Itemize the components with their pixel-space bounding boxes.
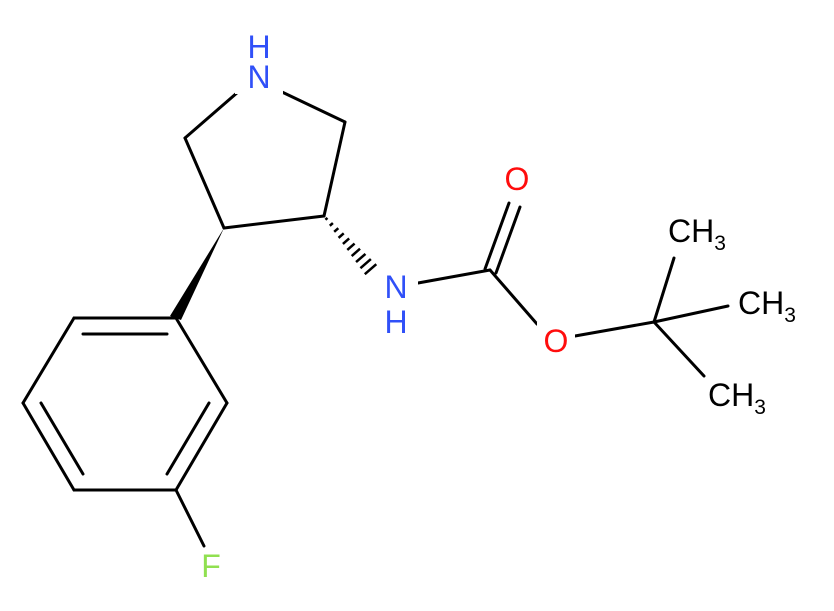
hash-stroke: [355, 252, 367, 264]
bond-c-o-ester: [488, 268, 539, 326]
bond-tbu-me3: [652, 320, 706, 378]
methyl-2-label: CH3: [738, 285, 796, 327]
bond-tbu-me2: [652, 304, 730, 324]
atom-n-carbamate: N: [384, 269, 407, 305]
atom-h-carbamate: H: [384, 304, 407, 340]
fluorophenyl-ring: [21, 316, 229, 548]
hash-stroke: [363, 263, 378, 276]
atom-o-ester: O: [544, 323, 569, 359]
hash-bond-nh: [324, 216, 378, 276]
hash-stroke: [328, 222, 334, 227]
hash-stroke: [333, 227, 340, 233]
bond-c2-c3: [183, 136, 226, 230]
bond-co-double-a: [483, 201, 511, 271]
bond-co-double-b: [494, 205, 522, 275]
bond-ar2-ar3: [21, 316, 76, 405]
hash-stroke: [324, 216, 329, 221]
bond-n1-c2: [183, 90, 240, 140]
atom-f: F: [201, 548, 221, 584]
methyl-1-label: CH3: [668, 213, 726, 255]
bond-ar3-ar4: [21, 401, 76, 492]
bond-c5-c4: [322, 120, 347, 218]
bond-ar5-ar6: [174, 401, 229, 492]
bond-ar6-ar1: [174, 316, 229, 405]
hash-stroke: [342, 237, 350, 245]
bond-n1-c5: [280, 90, 347, 124]
atom-labels: H N N H O O F CH3 CH3 CH3: [196, 29, 796, 584]
bond-n-carbonyl: [416, 268, 492, 285]
hash-stroke: [337, 232, 345, 239]
atom-o-carbonyl: O: [505, 161, 530, 197]
wedge-bond-aryl: [170, 228, 224, 320]
bond-c-f: [174, 488, 206, 548]
bond-c3-c4: [222, 214, 326, 230]
atom-n-ring: N: [247, 59, 270, 95]
methyl-3-label: CH3: [708, 377, 766, 419]
aromatic-inner-2: [39, 401, 85, 476]
atom-h-ring: H: [247, 29, 270, 65]
hash-stroke: [346, 242, 356, 251]
aromatic-inner-3: [165, 401, 211, 476]
hash-stroke: [350, 247, 361, 257]
hash-stroke: [359, 258, 372, 270]
pyrrolidine-ring: [183, 90, 347, 230]
bond-o-tbu: [573, 320, 656, 338]
boc-group: [416, 201, 730, 378]
bond-tbu-me1: [652, 256, 676, 324]
